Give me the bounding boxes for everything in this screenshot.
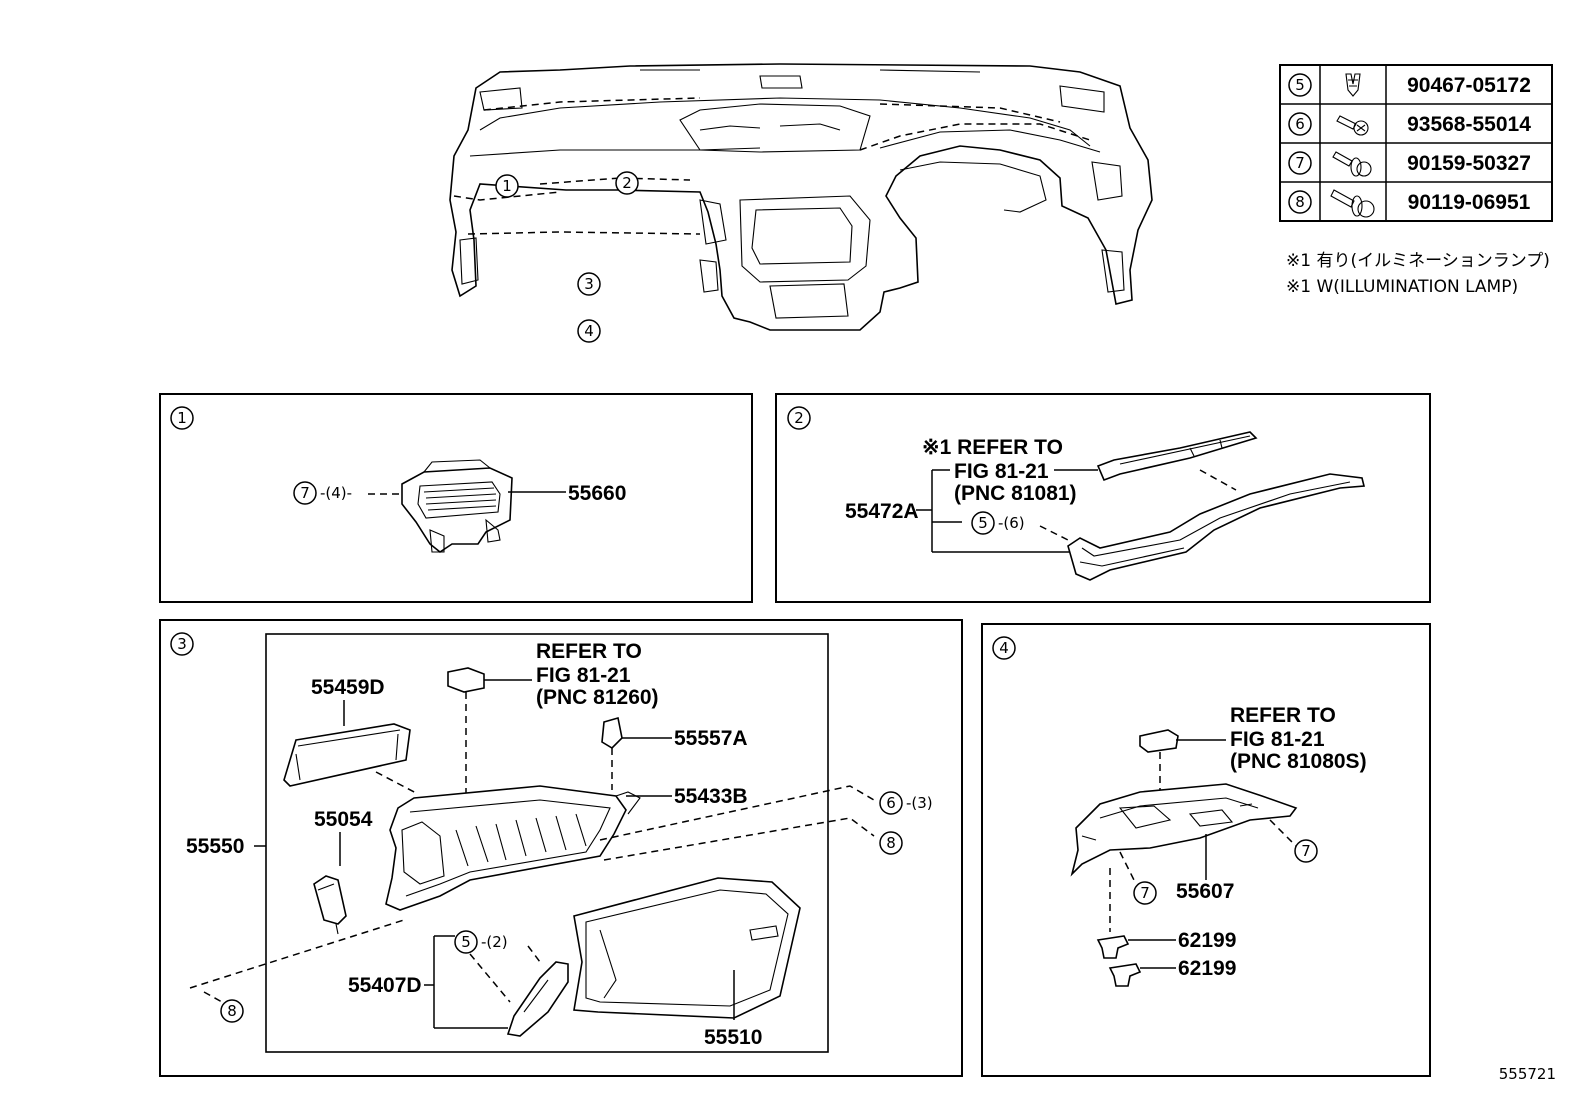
panel-3-refer-l2: FIG 81-21 <box>536 664 631 687</box>
glove-box-housing-part <box>385 785 641 911</box>
part-55407d: 55407D <box>348 974 422 997</box>
panel-2-refer-l1: ※1 REFER TO <box>922 436 1063 459</box>
panel-3-fastener-8a: 8 <box>886 834 896 852</box>
panel-4-fastener-7b: 7 <box>1140 884 1150 902</box>
note-english: ※1 W(ILLUMINATION LAMP) <box>1286 277 1518 297</box>
panel-3: 3 REFER TO FIG 81-21 (PNC 81260) 55459D … <box>159 619 963 1077</box>
panel-1: 1 7 -(4)- 55660 <box>159 393 753 603</box>
panel-3-border <box>159 619 963 1077</box>
panel-4-refer-l3: (PNC 81080S) <box>1230 750 1367 773</box>
panel-1-border <box>159 393 753 603</box>
overview-callout-4: 4 <box>584 322 594 340</box>
instrument-panel-overview <box>449 63 1153 331</box>
panel-1-fastener: 7 <box>300 484 310 502</box>
legend-ref: 8 <box>1295 193 1305 211</box>
legend-row: 6 93568-55014 <box>1288 112 1531 136</box>
part-55557a: 55557A <box>674 727 748 750</box>
damper-part <box>313 875 347 935</box>
screw-washer-icon <box>1332 151 1372 177</box>
lamp-strip-part <box>1096 431 1258 482</box>
bolt-icon <box>1330 189 1375 218</box>
overview-callout-1: 1 <box>502 177 512 195</box>
panel-4-refer-l2: FIG 81-21 <box>1230 728 1325 751</box>
panel-3-fastener-8b: 8 <box>227 1002 237 1020</box>
panel-2-refer-l2: FIG 81-21 <box>954 460 1049 483</box>
panel-1-id: 1 <box>177 409 187 427</box>
overview-callout-2: 2 <box>622 174 632 192</box>
clip-icon <box>1345 73 1361 97</box>
overview-callouts: 1 2 3 4 <box>495 171 639 343</box>
panel-3-fastener-6: 6 <box>886 794 896 812</box>
part-55433b: 55433B <box>674 785 748 808</box>
legend-row: 7 90159-50327 <box>1288 151 1531 177</box>
figure-code: 555721 <box>1499 1065 1556 1083</box>
part-55054: 55054 <box>314 808 373 831</box>
panel-2-id: 2 <box>794 409 804 427</box>
panel-2: 2 ※1 REFER TO FIG 81-21 (PNC 81081) 5547… <box>775 393 1431 603</box>
lid-panel-part <box>283 723 411 787</box>
part-55510: 55510 <box>704 1026 762 1049</box>
panel-4-id: 4 <box>999 639 1009 657</box>
screw-icon <box>1336 115 1369 136</box>
switch-connector-part <box>1139 729 1179 753</box>
panel-3-fastener-5: 5 <box>461 933 471 951</box>
clip-part-b <box>1108 963 1142 987</box>
panel-4-clip-a: 62199 <box>1178 929 1236 952</box>
garnish-trim-part <box>1067 473 1366 581</box>
panel-3-inner-border <box>265 633 829 1053</box>
legend-part-number: 90467-05172 <box>1407 74 1531 97</box>
panel-2-fastener: 5 <box>978 514 988 532</box>
lamp-socket-part <box>447 667 485 693</box>
panel-3-fastener-6-qty: -(3) <box>906 794 933 812</box>
lower-panel-part <box>1070 783 1298 877</box>
panel-1-qty: -(4)- <box>320 484 352 502</box>
fastener-legend-table: 5 90467-05172 6 93568-55014 7 <box>1279 64 1553 222</box>
legend-row: 8 90119-06951 <box>1288 189 1531 218</box>
panel-4-refer-l1: REFER TO <box>1230 704 1336 727</box>
panel-4: 4 REFER TO FIG 81-21 (PNC 81080S) 55607 … <box>981 623 1431 1077</box>
panel-3-fastener-5-qty: -(2) <box>481 933 508 951</box>
panel-3-refer-l3: (PNC 81260) <box>536 686 659 709</box>
panel-2-part-number: 55472A <box>845 500 919 523</box>
legend-part-number: 93568-55014 <box>1407 113 1531 136</box>
part-55550: 55550 <box>186 835 244 858</box>
glove-box-door-part <box>573 877 801 1019</box>
legend-ref: 6 <box>1295 115 1305 133</box>
panel-4-clip-b: 62199 <box>1178 957 1236 980</box>
note-japanese: ※1 有り(イルミネーションランプ) <box>1286 251 1550 271</box>
legend-part-number: 90159-50327 <box>1407 152 1531 175</box>
overview-callout-3: 3 <box>584 275 594 293</box>
part-55459d: 55459D <box>311 676 385 699</box>
legend-ref: 5 <box>1295 76 1305 94</box>
panel-2-refer-l3: (PNC 81081) <box>954 482 1077 505</box>
panel-4-border <box>981 623 1431 1077</box>
panel-3-refer-l1: REFER TO <box>536 640 642 663</box>
panel-3-id: 3 <box>177 635 187 653</box>
panel-4-fastener-7a: 7 <box>1301 842 1311 860</box>
bulb-part <box>601 716 623 750</box>
panel-4-part-number: 55607 <box>1176 880 1234 903</box>
legend-ref: 7 <box>1295 154 1305 172</box>
legend-row: 5 90467-05172 <box>1288 73 1531 97</box>
clip-part-a <box>1096 935 1130 959</box>
legend-part-number: 90119-06951 <box>1408 191 1531 214</box>
panel-2-border <box>775 393 1431 603</box>
air-vent-part <box>401 459 513 553</box>
panel-2-qty: -(6) <box>998 514 1025 532</box>
panel-1-part-number: 55660 <box>568 482 626 505</box>
hinge-bracket-part <box>506 961 569 1037</box>
